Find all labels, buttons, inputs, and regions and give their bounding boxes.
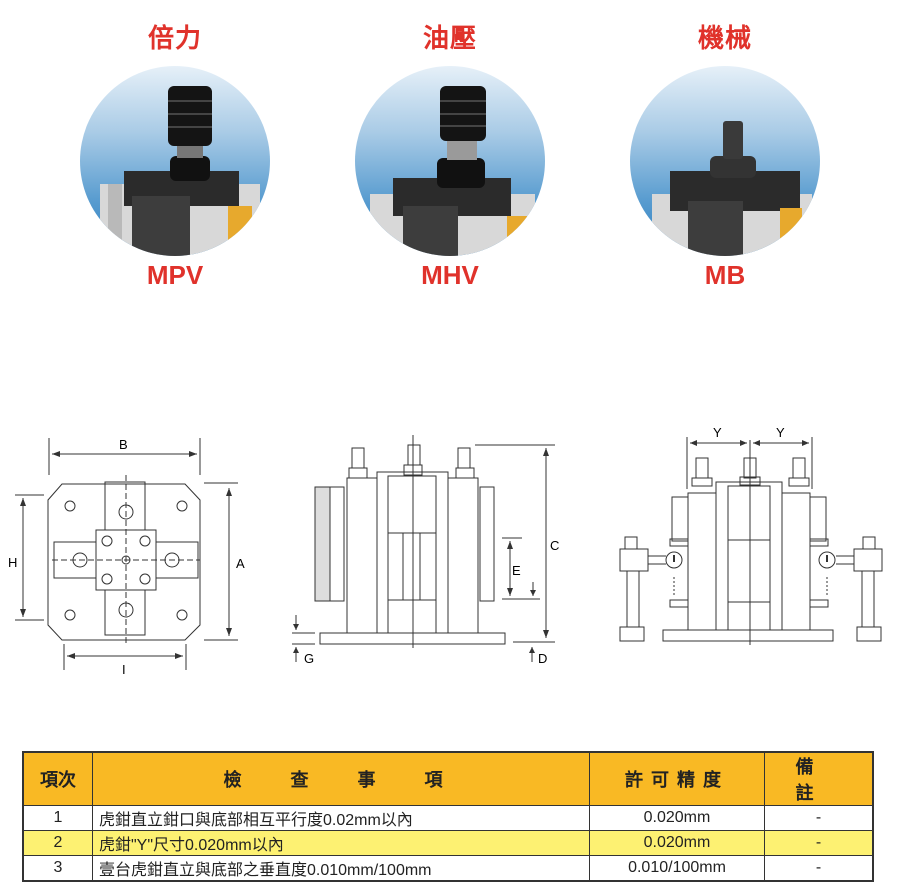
cell-item: 壹台虎鉗直立與底部之垂直度0.010mm/100mm — [92, 855, 590, 882]
header-remarks: 備 註 — [764, 751, 874, 806]
dim-label-c: C — [550, 538, 559, 553]
header-item-no: 項次 — [22, 751, 93, 806]
table-row: 3 壹台虎鉗直立與底部之垂直度0.010mm/100mm 0.010/100mm… — [22, 855, 874, 882]
cell-item: 虎鉗直立鉗口與底部相互平行度0.02mm以內 — [92, 805, 590, 831]
vise-mb-icon — [652, 121, 812, 256]
dim-label-d: D — [538, 651, 547, 666]
cell-tolerance: 0.010/100mm — [589, 855, 765, 882]
header-inspection-item: 檢 查 事 項 — [92, 751, 590, 806]
dim-label-h: H — [8, 555, 17, 570]
cell-note: - — [764, 805, 874, 831]
product-photo-mhv — [355, 66, 545, 256]
vise-mhv-icon — [370, 86, 535, 256]
cell-tolerance: 0.020mm — [589, 830, 765, 856]
product-photo-mpv — [80, 66, 270, 256]
cell-no: 1 — [22, 805, 93, 831]
dim-label-y1: Y — [713, 425, 722, 440]
product-type-label: 機械 — [697, 24, 752, 54]
top-view-drawing: B A H I — [8, 437, 245, 677]
product-type-label: 油壓 — [422, 24, 477, 54]
inspection-table: 項次 檢 查 事 項 許可精度 備 註 1 虎鉗直立鉗口與底部相互平行度0.02… — [22, 751, 874, 882]
dim-label-g: G — [304, 651, 314, 666]
side-view-drawing: C E G D — [292, 435, 559, 666]
dim-label-i: I — [122, 662, 126, 677]
cell-note: - — [764, 855, 874, 882]
cell-item: 虎鉗"Y"尺寸0.020mm以內 — [92, 830, 590, 856]
cell-tolerance: 0.020mm — [589, 805, 765, 831]
dim-label-y2: Y — [776, 425, 785, 440]
product-code: MB — [704, 260, 746, 290]
product-photo-mb — [630, 66, 820, 256]
dim-label-a: A — [236, 556, 245, 571]
inspection-view-drawing: Y Y — [619, 425, 883, 645]
table-row: 2 虎鉗"Y"尺寸0.020mm以內 0.020mm - — [22, 830, 874, 856]
vise-mpv-icon — [100, 86, 260, 256]
cell-no: 2 — [22, 830, 93, 856]
product-code: MPV — [146, 260, 204, 290]
cell-no: 3 — [22, 855, 93, 882]
dim-label-b: B — [119, 437, 128, 452]
header-tolerance: 許可精度 — [589, 751, 765, 806]
table-header-row: 項次 檢 查 事 項 許可精度 備 註 — [22, 751, 874, 806]
table-row: 1 虎鉗直立鉗口與底部相互平行度0.02mm以內 0.020mm - — [22, 805, 874, 831]
cell-note: - — [764, 830, 874, 856]
product-type-label: 倍力 — [147, 24, 202, 54]
product-mhv: 油壓 MHV — [350, 22, 550, 290]
product-code: MHV — [421, 260, 479, 290]
product-mpv: 倍力 MPV — [75, 22, 275, 290]
dim-label-e: E — [512, 563, 521, 578]
product-mb: 機械 MB — [625, 22, 825, 290]
